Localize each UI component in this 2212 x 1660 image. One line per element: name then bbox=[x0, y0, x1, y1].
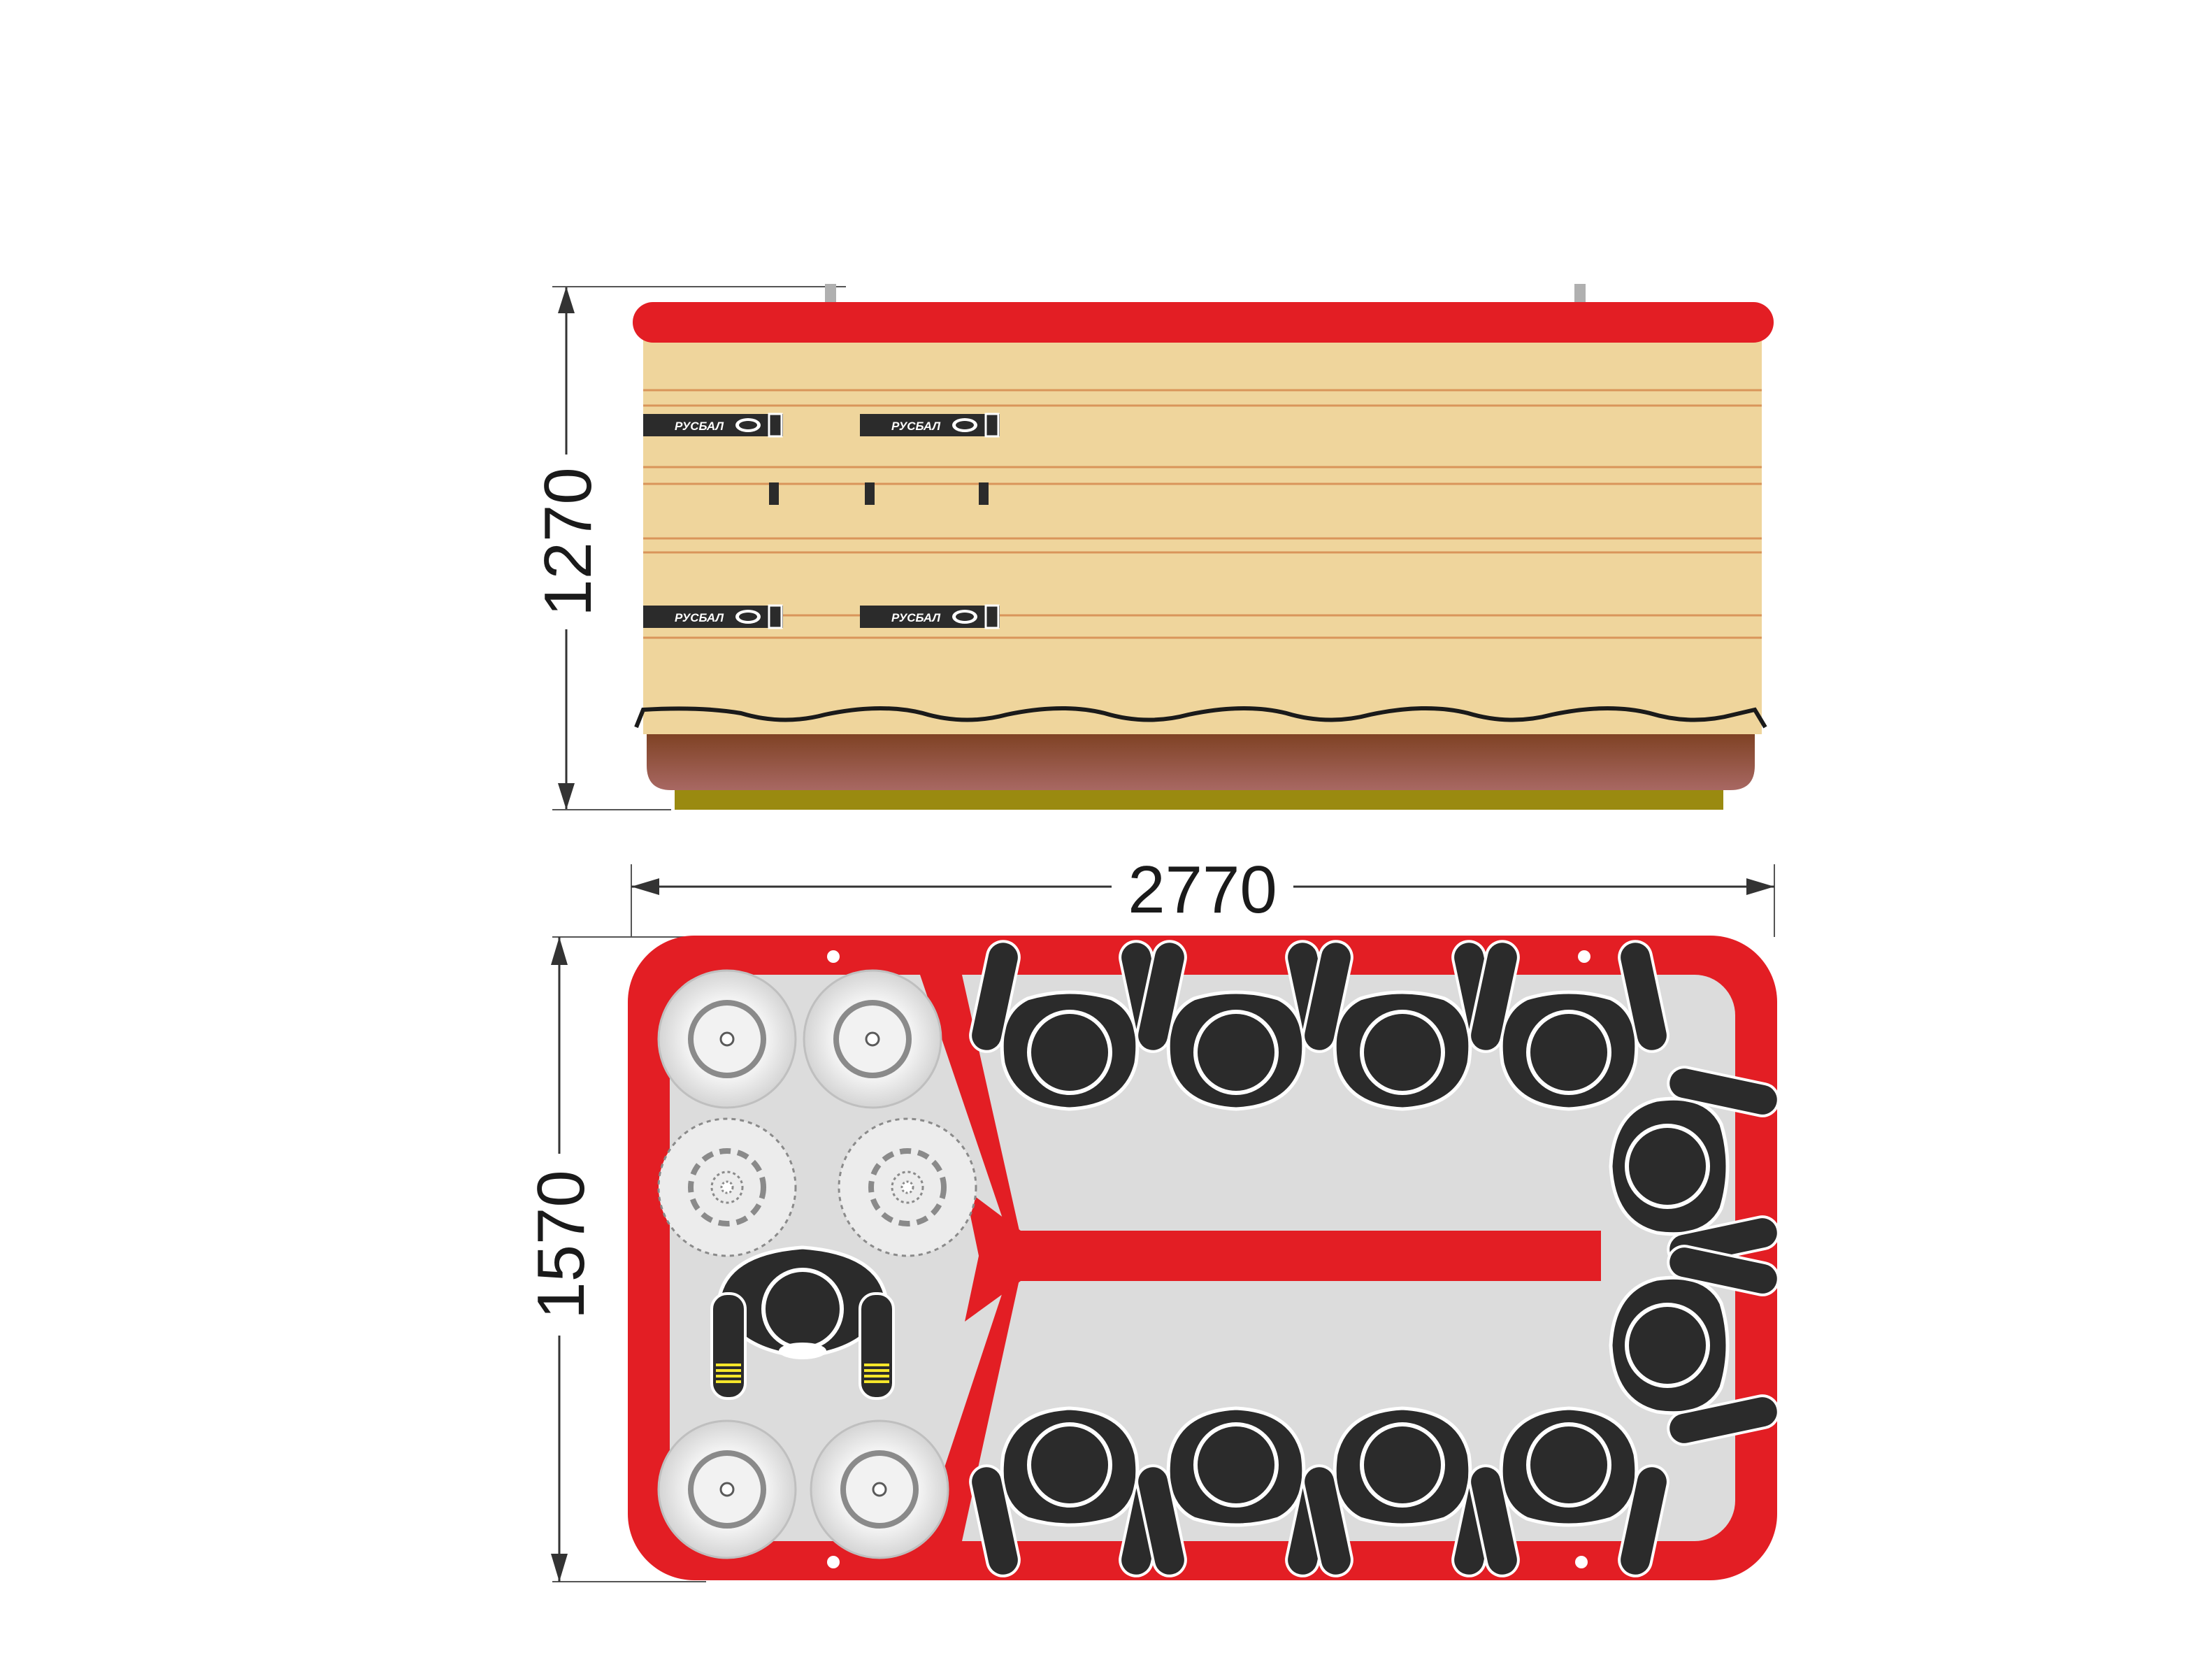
width-dimension-label: 2770 bbox=[1128, 852, 1277, 927]
top-view: 1570 bbox=[524, 936, 1781, 1582]
height-dimension-label: 1270 bbox=[531, 467, 605, 617]
divider-join bbox=[965, 1189, 1021, 1322]
wheel-icon bbox=[811, 1421, 948, 1558]
top-rim bbox=[633, 302, 1774, 343]
svg-text:РУСБАЛ: РУСБАЛ bbox=[891, 611, 940, 624]
bracket bbox=[769, 482, 779, 505]
wheel-icon bbox=[839, 1119, 976, 1256]
divider-bow bbox=[920, 975, 1019, 1231]
wood-body bbox=[643, 336, 1762, 734]
logo-plaque-3: РУСБАЛ bbox=[642, 604, 784, 629]
plinth bbox=[675, 790, 1723, 810]
rivet bbox=[827, 1556, 840, 1568]
svg-text:РУСБАЛ: РУСБАЛ bbox=[675, 611, 724, 624]
rivet bbox=[827, 950, 840, 963]
post-right bbox=[1574, 284, 1586, 305]
svg-text:РУСБАЛ: РУСБАЛ bbox=[891, 420, 940, 433]
bracket bbox=[979, 482, 989, 505]
logo-plaque-4: РУСБАЛ bbox=[859, 604, 1001, 629]
wheel-icon bbox=[804, 971, 941, 1108]
wheel-icon bbox=[659, 1421, 796, 1558]
depth-dimension-label: 1570 bbox=[524, 1170, 598, 1319]
height-arrow-top bbox=[558, 287, 575, 313]
post-left bbox=[825, 284, 836, 305]
wave-trim bbox=[634, 706, 1767, 729]
rivet bbox=[1575, 1556, 1588, 1568]
side-view: 1270 РУСБАЛ Р bbox=[531, 284, 1774, 810]
svg-text:РУСБАЛ: РУСБАЛ bbox=[675, 420, 724, 433]
rivet bbox=[1578, 950, 1590, 963]
logo-plaque-1: РУСБАЛ bbox=[642, 413, 784, 438]
wheel-icon bbox=[659, 971, 796, 1108]
divider-center bbox=[987, 1231, 1601, 1281]
width-dimension: 2770 bbox=[631, 850, 1775, 937]
logo-plaque-2: РУСБАЛ bbox=[859, 413, 1001, 438]
wheel-icon bbox=[659, 1119, 796, 1256]
bracket bbox=[865, 482, 875, 505]
driver-figure bbox=[710, 1245, 895, 1400]
height-arrow-bottom bbox=[558, 783, 575, 810]
planks bbox=[643, 389, 1762, 639]
hull-base bbox=[647, 727, 1755, 790]
